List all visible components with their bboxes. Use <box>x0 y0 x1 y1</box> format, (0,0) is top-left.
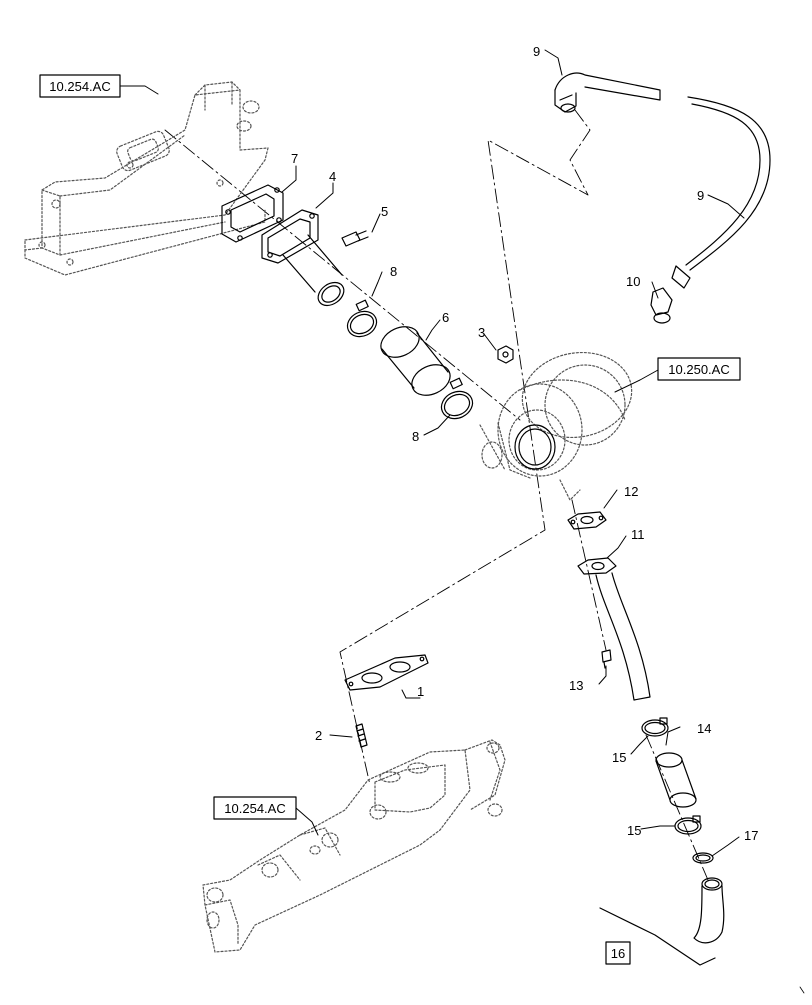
callout-14: 14 <box>697 721 711 736</box>
callout-12: 12 <box>624 484 638 499</box>
part-8-clamp-lower <box>440 377 474 420</box>
callout-9-lower: 9 <box>697 188 704 203</box>
callout-7: 7 <box>291 151 298 166</box>
ref-text-upper-manifold: 10.254.AC <box>49 79 110 94</box>
callout-15-lower: 15 <box>627 823 641 838</box>
part-13-screw <box>601 649 612 669</box>
callout-13: 13 <box>569 678 583 693</box>
callout-10: 10 <box>626 274 640 289</box>
ref-box-oil-return-target[interactable]: 16 <box>605 941 631 965</box>
part-3-nut <box>497 345 514 364</box>
turbocharger-outlet <box>514 424 556 470</box>
ref-text-oil-return-target: 16 <box>611 946 625 961</box>
part-9-oil-feed-line <box>554 72 771 289</box>
part-15-clamp-upper <box>641 717 669 737</box>
ref-text-turbocharger: 10.250.AC <box>668 362 729 377</box>
callout-6: 6 <box>442 310 449 325</box>
callout-4: 4 <box>329 169 336 184</box>
callout-8-lower: 8 <box>412 429 419 444</box>
part-7-gasket <box>221 184 284 243</box>
lower-exhaust-manifold-ghost <box>202 739 506 953</box>
part-2-stud <box>355 723 368 748</box>
upper-exhaust-manifold-ghost <box>24 81 269 276</box>
part-5-bolt <box>341 230 369 247</box>
part-16-elbow-tube <box>599 877 725 966</box>
callout-2: 2 <box>315 728 322 743</box>
part-6-sleeve <box>380 326 451 396</box>
leader-lines <box>119 49 745 857</box>
callout-1: 1 <box>417 684 424 699</box>
part-12-gasket <box>567 511 607 530</box>
part-14-hose <box>655 752 697 808</box>
part-8-clamp-upper <box>346 299 378 338</box>
part-15-clamp-lower <box>674 815 702 835</box>
turbocharger-ghost <box>479 351 633 501</box>
part-4-elbow-adapter <box>261 209 345 307</box>
part-1-gasket <box>344 654 429 691</box>
ref-box-upper-manifold[interactable]: 10.254.AC <box>39 74 121 98</box>
callout-17: 17 <box>744 828 758 843</box>
callout-5: 5 <box>381 204 388 219</box>
callout-8-upper: 8 <box>390 264 397 279</box>
ref-box-lower-manifold[interactable]: 10.254.AC <box>213 796 297 820</box>
part-11-oil-return-tube <box>577 557 651 701</box>
callout-15-upper: 15 <box>612 750 626 765</box>
callout-3: 3 <box>478 325 485 340</box>
callout-11: 11 <box>631 527 645 542</box>
corner-mark <box>799 986 805 994</box>
callout-9-upper: 9 <box>533 44 540 59</box>
part-17-o-ring <box>692 852 714 864</box>
ref-text-lower-manifold: 10.254.AC <box>224 801 285 816</box>
part-10-fitting <box>650 287 673 324</box>
ref-box-turbocharger[interactable]: 10.250.AC <box>657 357 741 381</box>
